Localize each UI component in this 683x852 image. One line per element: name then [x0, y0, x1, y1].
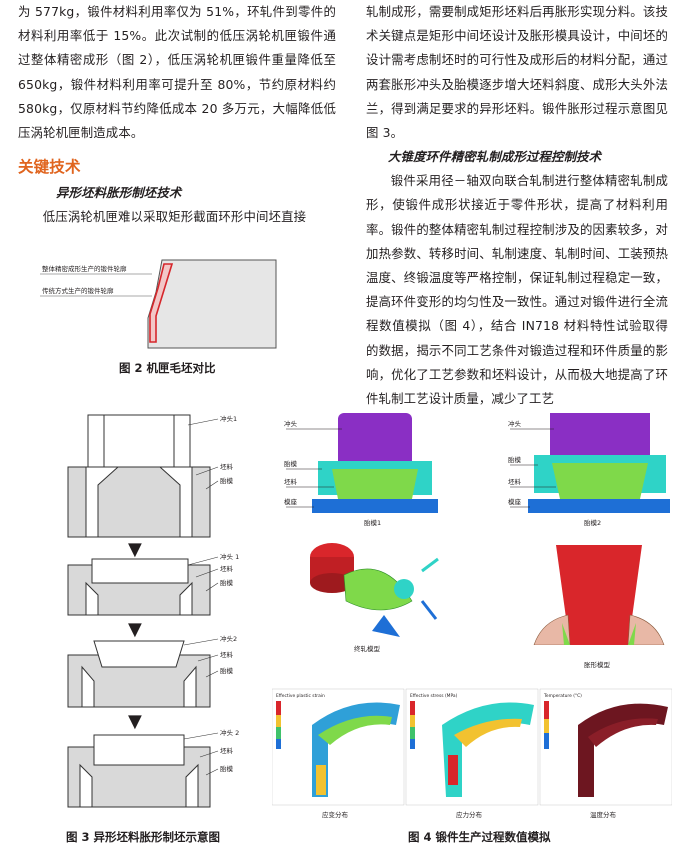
fig4-strain-legend-title: Effective plastic strain	[276, 693, 325, 699]
fig3-step1-die-label: 胎模	[220, 476, 234, 485]
right-paragraph-1: 轧制成形，需要制成矩形坯料后再胀形实现分料。该技术关键点是矩形中间坯设计及胀形模…	[366, 4, 668, 141]
fig4-die2-label-die: 胎模	[508, 455, 522, 464]
fig4-die2-label-punch: 冲头	[508, 419, 522, 428]
fig3-step2-blank-label: 坯料	[220, 564, 234, 573]
fig4-ring-rolling-model: 终轧模型	[310, 543, 439, 653]
right-paragraph-2: 锻件采用径－轴双向联合轧制进行整体精密轧制成形，使锻件成形状接近于零件形状，提高…	[366, 173, 668, 407]
left-paragraph-1: 为 577kg，锻件材料利用率仅为 51%，环轧件到零件的材料利用率低于 15%…	[18, 4, 336, 141]
fig2-label-precision: 整体精密成形生产的锻件轮廓	[42, 264, 127, 273]
figure-2-caption: 图 2 机匣毛坯对比	[119, 361, 216, 375]
fig3-step-4: 冲头 2 坯料 胎模	[67, 728, 239, 808]
fig4-bulging-model: 胀形模型	[512, 545, 672, 669]
left-column: 为 577kg，锻件材料利用率仅为 51%，环轧件到零件的材料利用率低于 15%…	[18, 0, 336, 229]
fig4-stress-distribution: Effective stress (MPa) 应力分布	[405, 688, 539, 819]
fig3-step2-punch-label: 冲头 1	[220, 552, 239, 561]
fig3-step-3: 冲头2 坯料 胎模	[67, 634, 237, 708]
fig4-stress-legend-title: Effective stress (MPa)	[410, 693, 458, 699]
fig3-step-2: 冲头 1 坯料 胎模	[67, 552, 239, 616]
fig4-strain-distribution: Effective plastic strain 应变分布	[272, 688, 405, 819]
fig4-strain-caption: 应变分布	[322, 810, 349, 819]
fig4-die1-caption: 胎模1	[364, 518, 381, 527]
fig4-temp-legend-title: Temperature (°C)	[543, 693, 582, 699]
fig4-die2-label-blank: 坯料	[508, 477, 522, 486]
fig3-step3-blank-label: 坯料	[220, 650, 234, 659]
fig4-label-die: 胎模	[284, 459, 298, 468]
left-paragraph-2: 低压涡轮机匣难以采取矩形截面环形中间坯直接	[42, 209, 307, 225]
fig3-step4-blank-label: 坯料	[220, 746, 234, 755]
fig3-arrow-2: ▼	[128, 619, 142, 640]
fig4-label-base: 模座	[284, 497, 298, 506]
fig4-roll-caption: 终轧模型	[354, 644, 381, 653]
fig4-label-punch: 冲头	[284, 419, 298, 428]
fig3-step-1: 冲头1 坯料 胎模	[67, 414, 237, 538]
fig4-die2-label-base: 模座	[508, 497, 522, 506]
fig3-step4-punch-label: 冲头 2	[220, 728, 239, 737]
fig4-stress-caption: 应力分布	[456, 810, 483, 819]
fig4-temp-caption: 温度分布	[590, 810, 617, 819]
fig3-step2-die-label: 胎模	[220, 578, 234, 587]
fig4-die1-model: 冲头 胎模 坯料 模座 胎模1	[284, 413, 438, 527]
fig2-label-traditional: 传统方式生产的锻件轮廓	[42, 286, 114, 295]
right-column: 轧制成形，需要制成矩形坯料后再胀形实现分料。该技术关键点是矩形中间坯设计及胀形模…	[366, 0, 668, 411]
fig4-die2-model: 冲头 胎模 坯料 模座 胎模2	[508, 413, 670, 527]
figure-3-bulging-schematic: 冲头1 坯料 胎模 ▼ 冲头 1 坯料 胎模 ▼ 冲头2 坯料 胎模 ▼	[67, 414, 239, 808]
fig4-bulge-caption: 胀形模型	[584, 660, 611, 669]
fig4-temperature-distribution: Temperature (°C) 温度分布	[539, 688, 672, 819]
figure-4-caption: 图 4 锻件生产过程数值模拟	[408, 830, 551, 844]
fig3-step3-die-label: 胎模	[220, 666, 234, 675]
figure-3-caption: 图 3 异形坯料胀形制坯示意图	[66, 830, 221, 844]
fig3-step1-blank-label: 坯料	[220, 462, 234, 471]
section-title-key-tech: 关键技术	[18, 158, 81, 177]
fig3-arrow-3: ▼	[128, 711, 142, 732]
fig3-arrow-1: ▼	[128, 539, 142, 560]
subsection-title-precision-rolling: 大锥度环件精密轧制成形过程控制技术	[388, 149, 602, 165]
figure-4-numerical-simulation: 冲头 胎模 坯料 模座 胎模1 冲头 胎模 坯料 模座 胎模2 终轧模型	[272, 413, 672, 819]
figure-2-blank-comparison: 整体精密成形生产的锻件轮廓 传统方式生产的锻件轮廓	[40, 252, 280, 354]
fig3-step4-die-label: 胎模	[220, 764, 234, 773]
fig4-label-blank: 坯料	[284, 477, 298, 486]
fig3-step3-punch-label: 冲头2	[220, 634, 237, 643]
fig3-step1-punch-label: 冲头1	[220, 414, 237, 423]
subsection-title-bulge-blank: 异形坯料胀形制坯技术	[56, 185, 182, 201]
fig4-die2-caption: 胎模2	[584, 518, 601, 527]
